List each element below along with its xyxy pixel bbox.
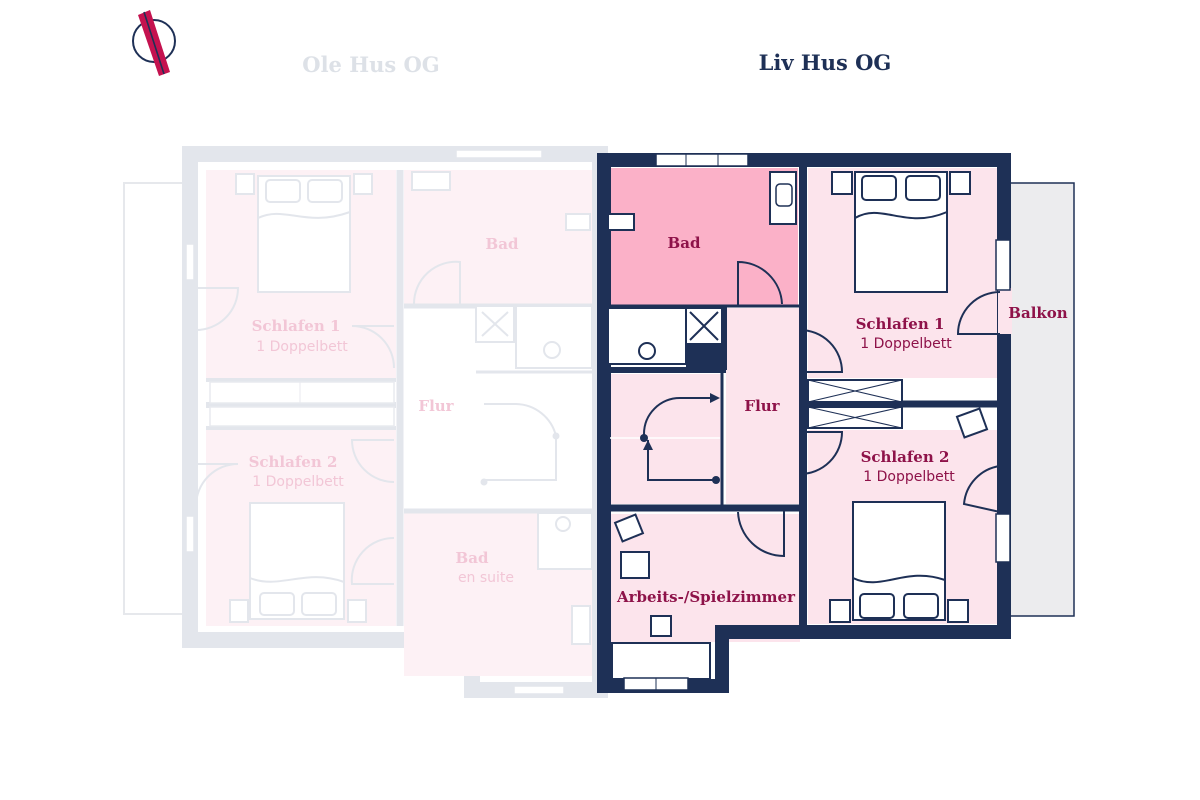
liv-outer-wall [597,153,1011,693]
liv-label-flur: Flur [744,397,780,415]
ole-label-bad-ensuite-sub: en suite [458,570,514,586]
liv-label-arbeits: Arbeits-/Spielzimmer [616,588,796,606]
liv-label-schlafen-2: Schlafen 2 [861,448,950,466]
ole-label-flur: Flur [418,397,454,415]
ole-house-plan: Schlafen 1 1 Doppelbett Schlafen 2 1 Dop… [123,146,608,698]
liv-arbeits-bay [611,642,711,680]
liv-house-title: Liv Hus OG [759,50,892,75]
liv-room-stairs [608,374,722,504]
ole-room-flur [404,306,476,511]
ole-label-schlafen-2: Schlafen 2 [249,453,338,471]
ole-label-bad-ensuite: Bad [456,549,489,567]
liv-label-schlafen-2-beds: 1 Doppelbett [863,469,955,485]
liv-label-schlafen-1-beds: 1 Doppelbett [860,336,952,352]
liv-room-bad [604,168,798,305]
ole-label-schlafen-1: Schlafen 1 [252,317,341,335]
ole-label-bad: Bad [486,235,519,253]
liv-room-flur [726,308,800,504]
ole-label-schlafen-1-beds: 1 Doppelbett [256,339,348,355]
liv-label-schlafen-1: Schlafen 1 [856,315,945,333]
liv-label-balkon: Balkon [1008,304,1067,322]
ole-room-bad [404,170,592,304]
compass-north-arrow-icon [132,10,176,76]
ole-balcony [123,182,191,615]
liv-house-plan: Bad Flur Schlafen 1 1 Doppelbett Schlafe… [597,153,1075,693]
ole-house-title: Ole Hus OG [302,52,439,77]
liv-balcony [1009,182,1075,617]
ole-label-schlafen-2-beds: 1 Doppelbett [252,474,344,490]
liv-label-bad: Bad [668,234,701,252]
liv-stairs-icon [610,393,720,484]
